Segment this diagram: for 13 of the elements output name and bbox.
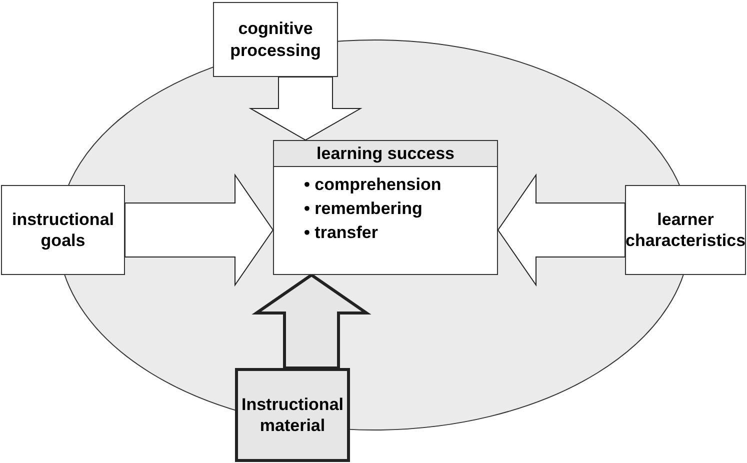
- factor-box: learner characteristics: [625, 185, 746, 275]
- box-heading: learning success: [274, 141, 497, 168]
- outcome-box: [273, 140, 498, 275]
- block-arrow: [252, 273, 372, 370]
- bullet-item: • remembering: [304, 198, 422, 220]
- factor-box: cognitive processing: [213, 2, 338, 77]
- block-arrow: [248, 76, 362, 141]
- block-arrow: [124, 173, 274, 287]
- factor-box: Instructional material: [235, 368, 350, 462]
- bullet-item: • comprehension: [304, 174, 442, 196]
- block-arrow: [497, 173, 626, 287]
- bullet-item: • transfer: [304, 222, 378, 244]
- factor-box: instructional goals: [1, 185, 125, 275]
